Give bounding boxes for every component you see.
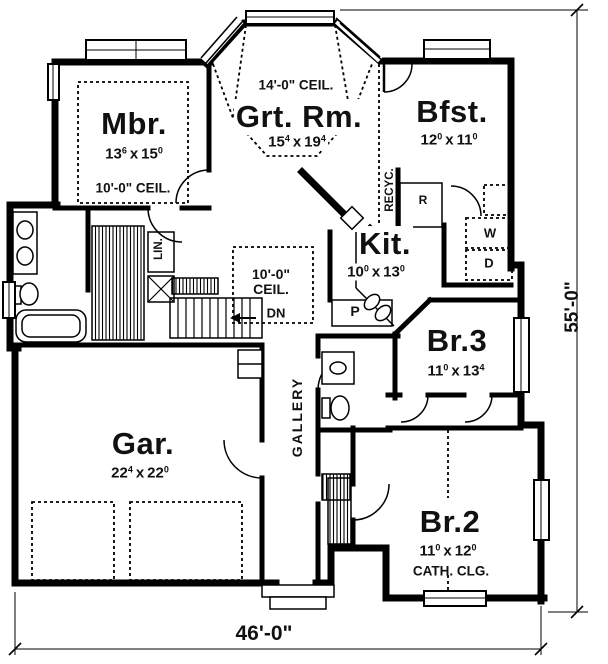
- room-ceiling-grt: 14'-0" CEIL.: [256, 77, 336, 93]
- linen-label: LIN.: [153, 238, 165, 260]
- pantry-label: P: [350, 303, 360, 319]
- room-label-grt: Grt. Rm.: [233, 99, 365, 135]
- interior-walls: [12, 59, 524, 586]
- room-note-br2: CATH. CLG.: [412, 563, 490, 579]
- hall-ceiling-note: 10'-0" CEIL.: [252, 266, 290, 297]
- room-label-bfst: Bfst.: [416, 94, 488, 129]
- room-label-mbr: Mbr.: [101, 106, 167, 141]
- room-label-br3: Br.3: [426, 323, 488, 358]
- room-label-br2: Br.2: [419, 504, 481, 539]
- overall-width-dimension: 46'-0": [235, 622, 293, 645]
- dryer-label: D: [484, 255, 494, 271]
- room-label-kit: Kit.: [357, 226, 413, 262]
- refrigerator-label: R: [418, 193, 428, 207]
- overall-depth-dimension: 55'-0": [562, 281, 583, 333]
- washer-label: W: [483, 225, 497, 241]
- room-label-gar: Gar.: [111, 426, 175, 461]
- dimension-lines: [8, 3, 588, 656]
- gallery-label: GALLERY: [289, 376, 305, 458]
- stairs: [147, 231, 263, 339]
- recycling-label: RECYC.: [384, 168, 396, 212]
- closet-hatching: [91, 225, 352, 545]
- stairs-down-label: DN: [266, 305, 286, 321]
- fixtures: [12, 182, 443, 610]
- windows: [2, 10, 550, 607]
- room-note-mbr: 10'-0" CEIL.: [95, 180, 171, 196]
